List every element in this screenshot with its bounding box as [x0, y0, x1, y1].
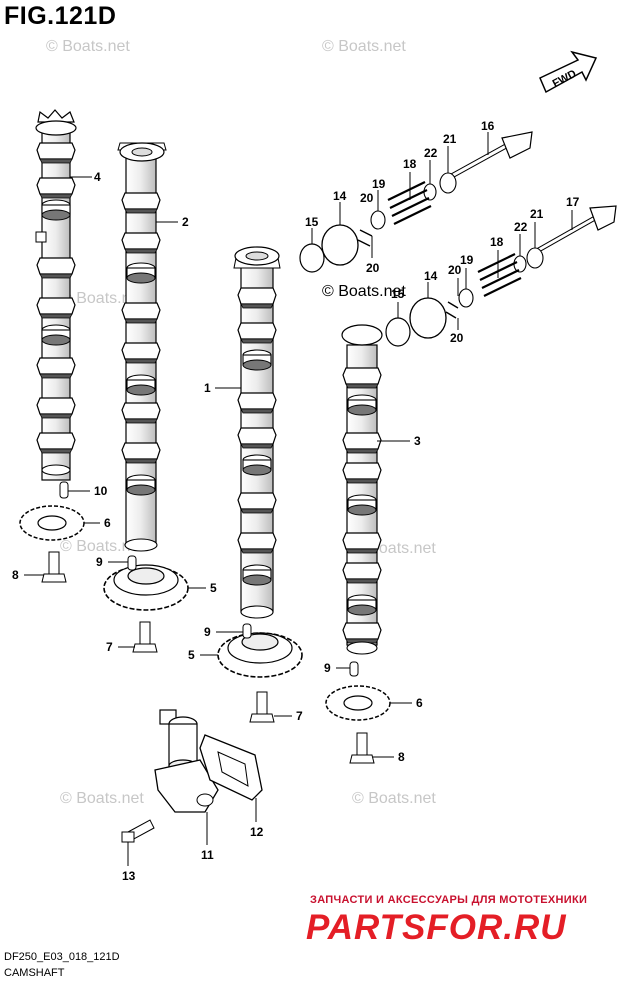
callout-5: 5: [188, 648, 195, 662]
callout-8: 8: [398, 750, 405, 764]
watermark: © Boats.net: [322, 283, 406, 300]
callout-6: 6: [104, 516, 111, 530]
callout-19: 19: [460, 253, 474, 267]
camshaft-2: [117, 142, 167, 552]
valve-train-upper: [299, 131, 533, 273]
callout-12: 12: [250, 825, 264, 839]
callout-18: 18: [490, 235, 504, 249]
sprocket-5-center: [217, 632, 303, 678]
callout-14: 14: [424, 269, 438, 283]
sprocket-5-left: [103, 564, 189, 611]
callout-10: 10: [94, 484, 108, 498]
callout-19: 19: [372, 177, 386, 191]
callout-22: 22: [514, 220, 528, 234]
brand-logo: PARTSFOR.RU: [306, 908, 567, 947]
watermark: © Boats.net: [322, 38, 406, 55]
callout-6: 6: [416, 696, 423, 710]
watermark: © Boats.net: [46, 38, 130, 55]
callout-9: 9: [324, 661, 331, 675]
dowel-pin-10: [59, 481, 69, 499]
callout-22: 22: [424, 146, 438, 160]
leader-lines: [24, 132, 573, 866]
sprocket-6-right: [325, 685, 391, 721]
callout-18: 18: [403, 157, 417, 171]
callout-numbers: 4 2 1 3 10 6 8 9 5 7 9 5 7 9 6 8 11 12 1…: [12, 119, 580, 883]
watermark: © Boats.net: [60, 290, 144, 307]
fwd-arrow-icon: FWD: [539, 50, 598, 94]
callout-11: 11: [201, 848, 214, 862]
callout-16: 16: [481, 119, 495, 133]
callout-1: 1: [204, 381, 211, 395]
dowel-pin-9: [349, 661, 359, 677]
bolt-7-center: [249, 691, 275, 723]
callout-20: 20: [360, 191, 374, 205]
valve-train-lower: [385, 205, 617, 347]
callout-15: 15: [391, 287, 405, 301]
callout-20: 20: [450, 331, 464, 345]
callout-14: 14: [333, 189, 347, 203]
callout-5: 5: [210, 581, 217, 595]
oil-control-valve-11: [154, 709, 219, 813]
callout-7: 7: [106, 640, 113, 654]
camshaft-1: [233, 246, 281, 619]
callout-21: 21: [530, 207, 544, 221]
watermark: © Boats.net: [352, 790, 436, 807]
watermark: © Boats.net: [60, 538, 144, 555]
callout-4: 4: [94, 170, 101, 184]
callout-3: 3: [414, 434, 421, 448]
dowel-pin-9: [242, 623, 252, 639]
dowel-pin-9: [127, 555, 137, 571]
callout-13: 13: [122, 869, 136, 883]
callout-20: 20: [448, 263, 462, 277]
callout-20: 20: [366, 261, 380, 275]
bolt-7-left: [132, 621, 158, 653]
callout-15: 15: [305, 215, 319, 229]
bolt-8-left: [41, 551, 67, 583]
callout-9: 9: [96, 555, 103, 569]
callout-9: 9: [204, 625, 211, 639]
figure-name: CAMSHAFT: [4, 967, 65, 979]
callout-21: 21: [443, 132, 457, 146]
callout-2: 2: [182, 215, 189, 229]
gasket-12: [199, 734, 263, 801]
callout-7: 7: [296, 709, 303, 723]
figure-code: DF250_E03_018_121D: [4, 951, 120, 963]
figure-title: FIG.121D: [4, 2, 117, 30]
sprocket-6-left: [19, 505, 85, 541]
bolt-8-right: [349, 732, 375, 764]
brand-tagline: ЗАПЧАСТИ И АКСЕССУАРЫ ДЛЯ МОТОТЕХНИКИ: [310, 894, 588, 906]
callout-17: 17: [566, 195, 580, 209]
callout-8: 8: [12, 568, 19, 582]
watermark: © Boats.net: [60, 790, 144, 807]
bolt-13: [121, 819, 155, 843]
camshaft-3: [341, 324, 383, 655]
camshaft-4: [35, 109, 77, 481]
